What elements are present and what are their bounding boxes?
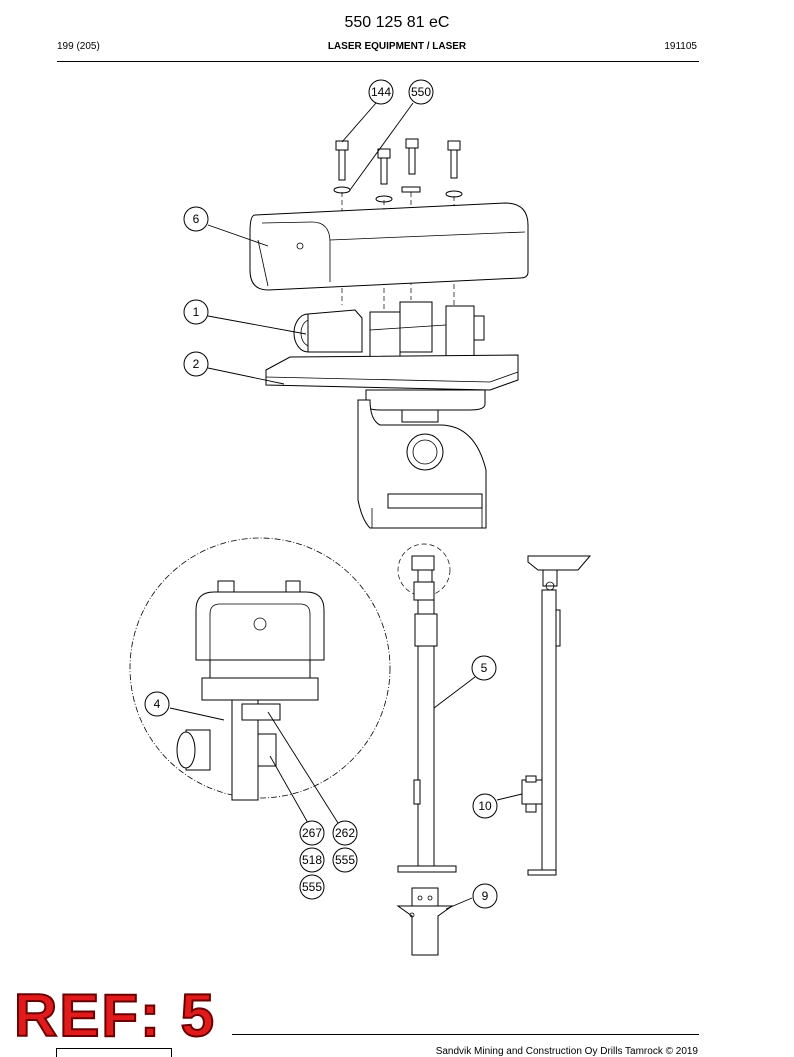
svg-text:262: 262 [335, 826, 355, 840]
callout-10: 10 [472, 793, 498, 819]
svg-text:267: 267 [302, 826, 322, 840]
section-title: LASER EQUIPMENT / LASER [327, 41, 467, 52]
callout-518: 518 [299, 847, 325, 873]
footer-copyright: Sandvik Mining and Construction Oy Drill… [435, 1046, 698, 1057]
leader-lines [169, 102, 523, 910]
date-code: 191105 [664, 41, 697, 52]
document-number: 550 125 81 eC [344, 14, 450, 31]
svg-text:2: 2 [193, 357, 200, 371]
callout-4: 4 [144, 691, 170, 717]
detail-view [129, 537, 391, 801]
svg-text:1: 1 [193, 305, 200, 319]
callout-555-left: 555 [299, 874, 325, 900]
svg-text:144: 144 [371, 85, 391, 99]
laser-mount-bracket [293, 301, 485, 375]
svg-text:9: 9 [482, 889, 489, 903]
post-clamp [357, 389, 487, 529]
mast-front-view [397, 543, 457, 873]
mounting-bracket [396, 887, 454, 956]
cap-screws [333, 138, 463, 203]
laser-housing [249, 202, 529, 291]
footer-divider [232, 1034, 699, 1035]
callout-2: 2 [183, 351, 209, 377]
page-number: 199 (205) [57, 41, 100, 52]
svg-text:10: 10 [478, 799, 492, 813]
svg-text:550: 550 [411, 85, 431, 99]
base-plate [265, 354, 519, 391]
callout-9: 9 [472, 883, 498, 909]
callout-5: 5 [471, 655, 497, 681]
mast-side-view [521, 555, 592, 876]
callout-6: 6 [183, 206, 209, 232]
callout-262: 262 [332, 820, 358, 846]
callout-550: 550 [408, 79, 434, 105]
callout-144: 144 [368, 79, 394, 105]
header-divider [57, 61, 699, 62]
svg-text:555: 555 [302, 880, 322, 894]
callout-267: 267 [299, 820, 325, 846]
svg-text:4: 4 [154, 697, 161, 711]
callout-555-right: 555 [332, 847, 358, 873]
svg-text:6: 6 [193, 212, 200, 226]
ref-stamp: REF: 5 [13, 982, 217, 1049]
callout-1: 1 [183, 299, 209, 325]
svg-text:5: 5 [481, 661, 488, 675]
svg-text:555: 555 [335, 853, 355, 867]
svg-text:518: 518 [302, 853, 322, 867]
